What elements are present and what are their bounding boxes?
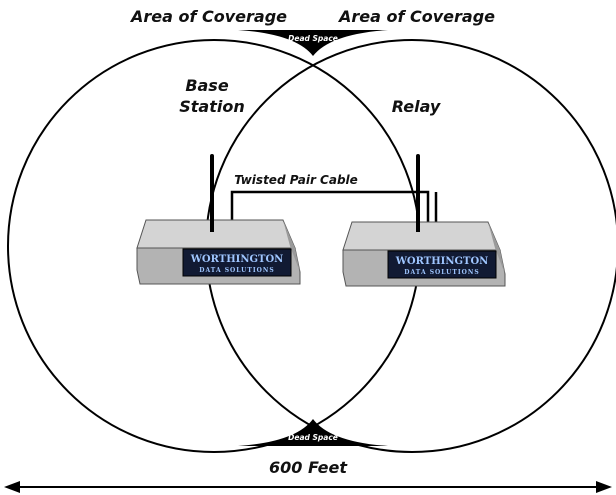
dead-space-bottom-region — [238, 419, 388, 446]
base-station-device: WORTHINGTON DATA SOLUTIONS — [136, 154, 301, 285]
coverage-label-left: Area of Coverage — [129, 7, 287, 26]
relay-brand-panel — [387, 250, 497, 279]
cable-label: Twisted Pair Cable — [234, 173, 358, 187]
relay-brand-line2: DATA SOLUTIONS — [404, 269, 479, 276]
arrow-left-icon — [4, 481, 20, 493]
dead-space-top-region — [238, 30, 388, 56]
base-brand-line2: DATA SOLUTIONS — [199, 267, 274, 274]
base-brand-panel — [182, 248, 292, 277]
relay-label: Relay — [392, 97, 441, 116]
relay-device: WORTHINGTON DATA SOLUTIONS — [342, 154, 506, 287]
twisted-pair-cable — [230, 190, 438, 222]
arrow-right-icon — [596, 481, 612, 493]
base-station-label-line1: Base — [185, 76, 229, 95]
base-brand-line1: WORTHINGTON — [190, 254, 284, 265]
base-station-label-line2: Station — [179, 97, 244, 116]
relay-brand-line1: WORTHINGTON — [395, 256, 489, 267]
coverage-label-right: Area of Coverage — [337, 7, 495, 26]
dead-space-label-top: Dead Space — [288, 34, 338, 43]
distance-label: 600 Feet — [269, 458, 348, 477]
dead-space-label-bottom: Dead Space — [288, 433, 338, 442]
distance-arrow — [4, 481, 612, 493]
